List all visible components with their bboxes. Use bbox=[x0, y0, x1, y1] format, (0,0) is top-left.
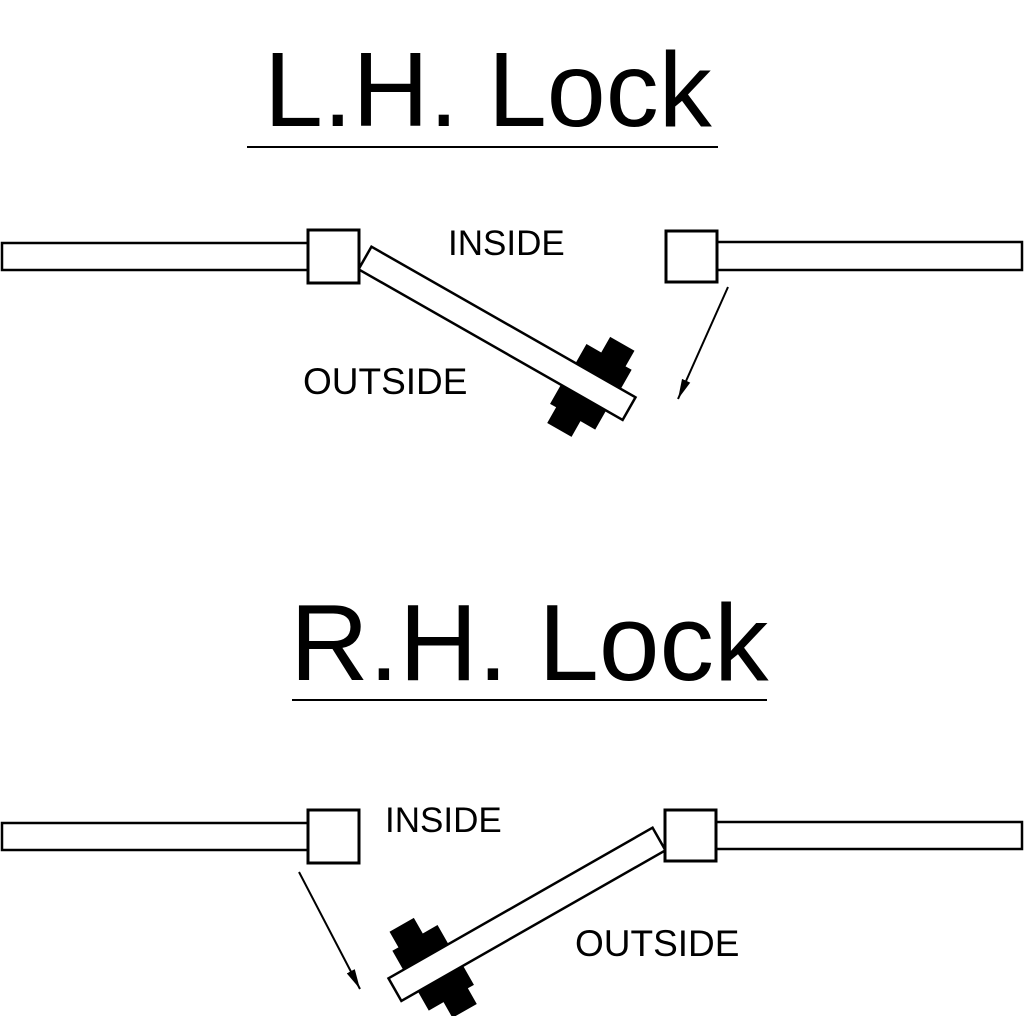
lh-left-hub-square bbox=[306, 228, 361, 285]
rh-left-spindle-bar bbox=[0, 821, 310, 852]
lh-lock-diagram bbox=[0, 210, 1024, 456]
lh-outside-label: OUTSIDE bbox=[303, 361, 468, 402]
lh-key bbox=[337, 210, 657, 456]
rh-right-hub-square bbox=[663, 808, 718, 863]
rh-outside-label: OUTSIDE bbox=[575, 923, 740, 964]
rh-title-underline bbox=[292, 699, 767, 701]
rh-lock-diagram bbox=[0, 791, 1024, 1016]
rh-left-hub-square bbox=[306, 808, 361, 865]
lh-right-hub-square bbox=[664, 229, 719, 284]
lh-right-spindle-bar bbox=[714, 240, 1024, 272]
lh-rotation-arrow bbox=[677, 286, 729, 400]
rh-rotation-arrow bbox=[298, 871, 361, 990]
lh-inside-label: INSIDE bbox=[448, 224, 565, 263]
lh-left-spindle-bar bbox=[0, 241, 312, 272]
rh-key bbox=[367, 791, 687, 1016]
rh-lock-title: R.H. Lock bbox=[290, 582, 769, 704]
rh-right-spindle-bar bbox=[714, 820, 1024, 851]
lh-title-underline bbox=[247, 146, 718, 148]
lh-lock-title: L.H. Lock bbox=[264, 31, 712, 149]
rh-inside-label: INSIDE bbox=[385, 801, 502, 840]
